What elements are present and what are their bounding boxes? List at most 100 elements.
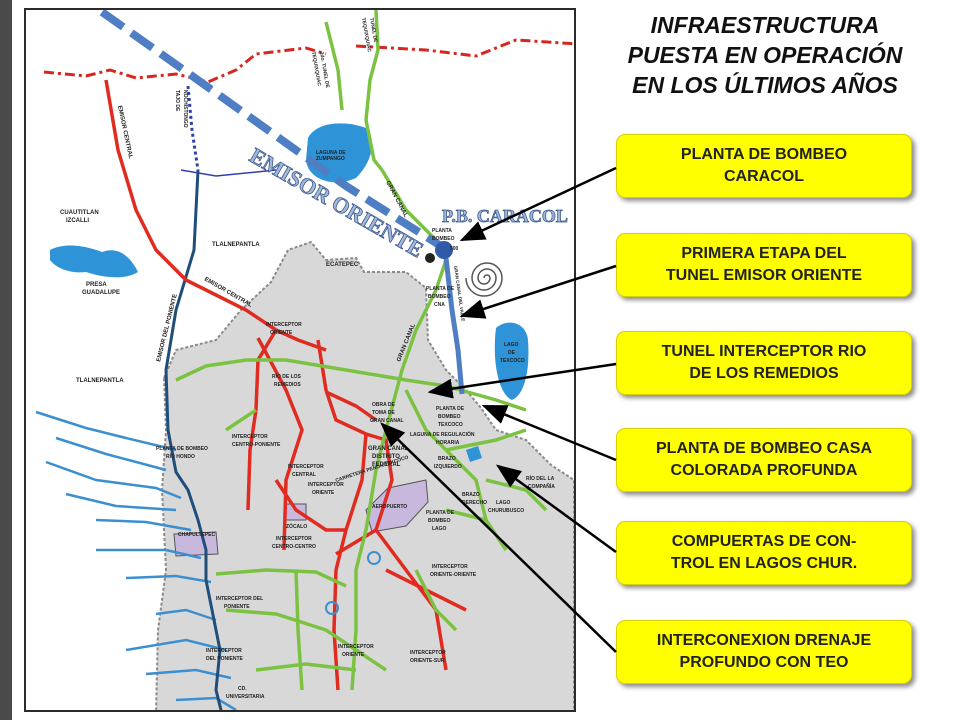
state-border xyxy=(43,38,574,84)
svg-text:BRAZO: BRAZO xyxy=(438,456,456,462)
svg-text:LAGO: LAGO xyxy=(504,342,519,348)
svg-text:GUADALUPE: GUADALUPE xyxy=(82,290,120,296)
svg-text:INTERCEPTOR: INTERCEPTOR xyxy=(308,482,344,488)
compuerta-marker xyxy=(367,551,381,565)
svg-text:HORARIA: HORARIA xyxy=(436,440,460,446)
svg-text:TUNEL DE: TUNEL DE xyxy=(368,17,378,43)
pump-station-dot-icon xyxy=(435,241,453,259)
callout-line-1: PLANTA DE BOMBEO CASA xyxy=(656,440,872,457)
svg-text:CENTRO-PONIENTE: CENTRO-PONIENTE xyxy=(232,442,281,448)
callout-casa-colorada: PLANTA DE BOMBEO CASA COLORADA PROFUNDA xyxy=(616,428,912,492)
svg-text:NOCHISTONGO: NOCHISTONGO xyxy=(182,90,188,128)
svg-text:RÍO DE LOS: RÍO DE LOS xyxy=(272,372,302,380)
svg-text:ORIENTE-ORIENTE: ORIENTE-ORIENTE xyxy=(430,572,477,578)
svg-text:CENTRO-CENTRO: CENTRO-CENTRO xyxy=(272,544,316,550)
callout-line-2: CARACOL xyxy=(724,168,804,185)
callout-interconexion-teo: INTERCONEXION DRENAJE PROFUNDO CON TEO xyxy=(616,620,912,684)
svg-text:PLANTA DE: PLANTA DE xyxy=(436,406,465,412)
svg-text:ORIENTE: ORIENTE xyxy=(342,652,365,658)
svg-text:DEL PONIENTE: DEL PONIENTE xyxy=(206,656,244,662)
svg-text:INTERCEPTOR: INTERCEPTOR xyxy=(432,564,468,570)
callout-line-1: PRIMERA ETAPA DEL xyxy=(681,245,847,262)
svg-text:AEROPUERTO: AEROPUERTO xyxy=(372,504,407,510)
emisor-central-line xyxy=(104,79,277,332)
title-line-2: PUESTA EN OPERACIÓN xyxy=(627,42,903,68)
svg-text:UNIVERSITARIA: UNIVERSITARIA xyxy=(226,694,265,700)
svg-text:COMPAÑÍA: COMPAÑÍA xyxy=(528,482,555,490)
svg-text:BOMBEO: BOMBEO xyxy=(432,236,455,242)
svg-text:INTERCEPTOR: INTERCEPTOR xyxy=(338,644,374,650)
svg-text:GRAN CANAL: GRAN CANAL xyxy=(370,418,404,424)
svg-text:RÍO DEL LA: RÍO DEL LA xyxy=(526,474,555,482)
svg-text:LAGO: LAGO xyxy=(496,500,511,506)
callout-line-1: INTERCONEXION DRENAJE xyxy=(656,632,872,649)
title-line-1: INFRAESTRUCTURA xyxy=(650,12,880,38)
svg-text:DERECHO: DERECHO xyxy=(462,500,487,506)
svg-text:ORIENTE: ORIENTE xyxy=(270,330,293,336)
emisor-oriente-line xyxy=(99,10,447,252)
callout-line-1: COMPUERTAS DE CON- xyxy=(671,533,857,550)
svg-text:CHURUBUSCO: CHURUBUSCO xyxy=(488,508,524,514)
svg-text:PLANTA DE: PLANTA DE xyxy=(426,286,455,292)
callout-line-2: COLORADA PROFUNDA xyxy=(670,462,858,479)
drainage-map: EMISOR ORIENTE P.B. CARACOL CUAUTITLAN I… xyxy=(24,8,576,712)
presa-guadalupe xyxy=(50,245,138,278)
svg-text:TOMA DE: TOMA DE xyxy=(372,410,395,416)
connector-thin xyxy=(180,169,277,177)
svg-text:IZCALLI: IZCALLI xyxy=(66,218,89,224)
svg-text:TAJO DE: TAJO DE xyxy=(174,90,180,112)
callout-tunel-emisor-oriente: PRIMERA ETAPA DEL TUNEL EMISOR ORIENTE xyxy=(616,233,912,297)
callout-line-1: PLANTA DE BOMBEO xyxy=(680,146,848,163)
svg-text:LAGO: LAGO xyxy=(432,526,447,532)
svg-text:CHAPULTEPEC: CHAPULTEPEC xyxy=(178,532,216,538)
callout-line-1: TUNEL INTERCEPTOR RIO xyxy=(661,343,867,360)
svg-text:INTERCEPTOR: INTERCEPTOR xyxy=(276,536,312,542)
svg-text:OBRA DE: OBRA DE xyxy=(372,402,396,408)
western-rivers xyxy=(35,410,237,710)
svg-text:INTERCEPTOR: INTERCEPTOR xyxy=(206,648,242,654)
svg-text:RÍO HONDO: RÍO HONDO xyxy=(166,452,195,460)
svg-text:BOMBEO: BOMBEO xyxy=(428,294,451,300)
svg-text:LAGUNA DE REGULACIÓN: LAGUNA DE REGULACIÓN xyxy=(410,430,475,438)
callout-line-2: DE LOS REMEDIOS xyxy=(689,365,839,382)
left-edge-bar xyxy=(0,0,12,720)
svg-text:BOMBEO: BOMBEO xyxy=(428,518,451,524)
svg-text:BOMBEO: BOMBEO xyxy=(438,414,461,420)
svg-text:TLALNEPANTLA: TLALNEPANTLA xyxy=(212,242,260,248)
svg-text:TEXCOCO: TEXCOCO xyxy=(438,422,463,428)
svg-text:DE: DE xyxy=(508,350,516,356)
spiral-icon xyxy=(465,262,503,297)
svg-text:CUAUTITLAN: CUAUTITLAN xyxy=(60,210,99,216)
svg-text:TLALNEPANTLA: TLALNEPANTLA xyxy=(76,378,124,384)
emisor-poniente-line xyxy=(164,169,223,710)
svg-text:LAGUNA DE: LAGUNA DE xyxy=(316,150,346,156)
svg-text:PLANTA DE: PLANTA DE xyxy=(426,510,455,516)
svg-text:PRESA: PRESA xyxy=(86,282,107,288)
svg-text:ORIENTE-SUR: ORIENTE-SUR xyxy=(410,658,445,664)
svg-text:INTERCEPTOR DEL: INTERCEPTOR DEL xyxy=(216,596,263,602)
callout-line-2: PROFUNDO CON TEO xyxy=(679,654,849,671)
svg-text:ORIENTE: ORIENTE xyxy=(312,490,335,496)
pump-station-dot-icon xyxy=(425,253,435,263)
svg-text:CENTRAL: CENTRAL xyxy=(292,472,316,478)
svg-text:ECATEPEC: ECATEPEC xyxy=(326,262,359,268)
svg-text:ZÓCALO: ZÓCALO xyxy=(286,522,307,530)
callout-tunel-interceptor-remedios: TUNEL INTERCEPTOR RIO DE LOS REMEDIOS xyxy=(616,331,912,395)
svg-text:PONIENTE: PONIENTE xyxy=(224,604,250,610)
svg-text:INTERCEPTOR: INTERCEPTOR xyxy=(232,434,268,440)
svg-text:INTERCEPTOR: INTERCEPTOR xyxy=(266,322,302,328)
svg-text:IZQUIERDO: IZQUIERDO xyxy=(434,464,462,470)
svg-text:REMEDIOS: REMEDIOS xyxy=(274,382,301,388)
callout-planta-caracol: PLANTA DE BOMBEO CARACOL xyxy=(616,134,912,198)
svg-text:PLANTA: PLANTA xyxy=(432,228,452,234)
map-canvas: EMISOR ORIENTE P.B. CARACOL CUAUTITLAN I… xyxy=(35,10,574,710)
svg-text:500: 500 xyxy=(450,246,459,252)
callout-line-2: TUNEL EMISOR ORIENTE xyxy=(665,267,863,284)
svg-text:CD.: CD. xyxy=(238,686,247,692)
svg-text:INTERCEPTOR: INTERCEPTOR xyxy=(410,650,446,656)
svg-text:GRAN CANAL: GRAN CANAL xyxy=(368,446,409,452)
svg-text:INTERCEPTOR: INTERCEPTOR xyxy=(288,464,324,470)
title-line-3: EN LOS ÚLTIMOS AÑOS xyxy=(632,72,898,98)
svg-text:CNA: CNA xyxy=(434,302,445,308)
svg-text:ZUMPANGO: ZUMPANGO xyxy=(316,156,345,162)
